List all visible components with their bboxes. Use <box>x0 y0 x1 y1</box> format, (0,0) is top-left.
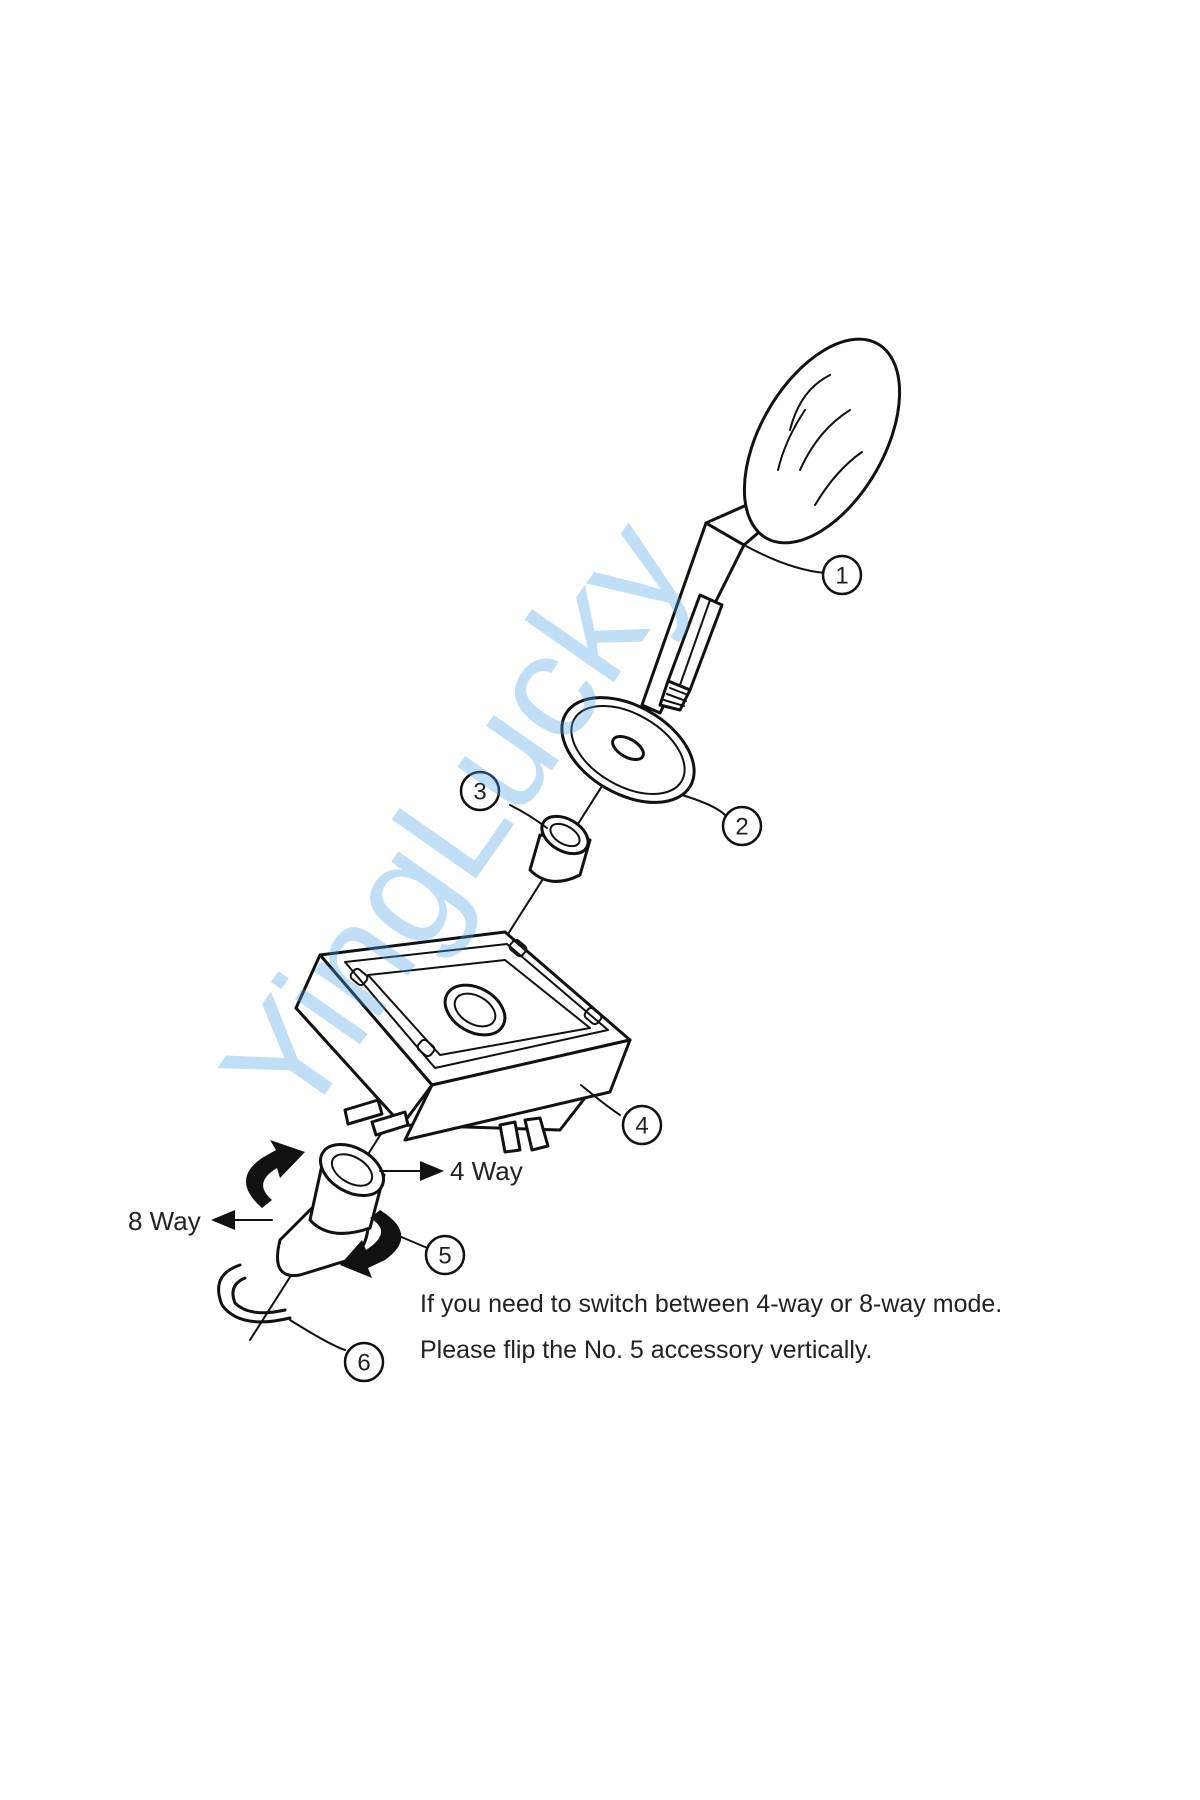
callout-1: 1 <box>821 554 863 596</box>
restrictor-gate-part <box>246 1140 402 1278</box>
microswitch-terminals <box>343 1098 550 1154</box>
callout-6: 6 <box>343 1341 385 1383</box>
e-clip-part <box>217 1263 292 1324</box>
callout-2: 2 <box>721 805 763 847</box>
callout-4: 4 <box>621 1104 663 1146</box>
joystick-lever-part <box>640 337 902 715</box>
svg-text:4: 4 <box>635 1113 648 1140</box>
instruction-line-2: Please flip the No. 5 accessory vertical… <box>420 1336 873 1364</box>
bushing-part <box>528 814 592 883</box>
instruction-line-1: If you need to switch between 4-way or 8… <box>420 1290 1003 1318</box>
base-housing-part <box>294 930 632 1154</box>
ball-top <box>742 337 902 545</box>
svg-text:2: 2 <box>735 814 748 841</box>
svg-text:5: 5 <box>438 1243 451 1270</box>
housing-hole <box>453 992 497 1028</box>
housing-screw-slots <box>349 938 603 1058</box>
shaft-tip <box>658 679 692 712</box>
dust-washer-part <box>560 696 696 804</box>
callout-5: 5 <box>424 1234 466 1276</box>
eight-way-label: 8 Way <box>128 1206 201 1236</box>
rotate-arrow-icon <box>246 1140 305 1208</box>
callout-3: 3 <box>459 770 501 812</box>
svg-text:6: 6 <box>357 1350 370 1377</box>
rotate-arrow-icon <box>340 1210 402 1278</box>
svg-text:1: 1 <box>835 563 848 590</box>
svg-text:3: 3 <box>473 779 486 806</box>
callout-leaders <box>289 544 826 1351</box>
four-way-label: 4 Way <box>450 1156 523 1186</box>
